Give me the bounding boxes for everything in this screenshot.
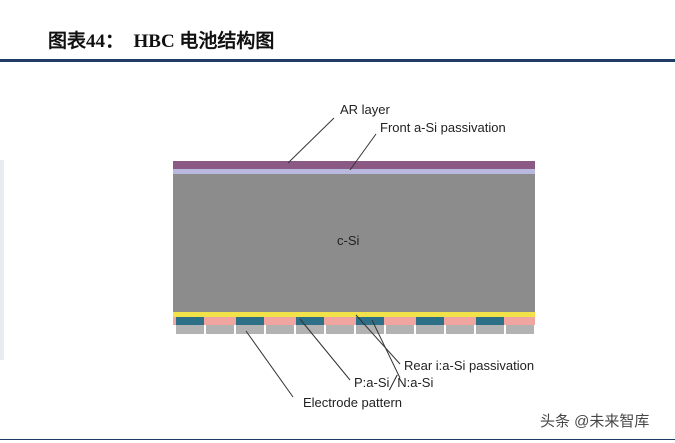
electrode — [476, 325, 504, 334]
label-rear-passivation: Rear i:a-Si passivation — [404, 358, 535, 373]
leader-doped-layers-2 — [371, 319, 401, 379]
leader-lines — [245, 117, 401, 398]
rear-passivation-layer — [173, 312, 535, 317]
watermark: 头条 @未来智库 — [540, 413, 650, 430]
p-doped-layer — [173, 317, 535, 325]
electrode — [326, 325, 354, 334]
bottom-divider — [0, 439, 675, 440]
n-doped-pad — [476, 317, 504, 325]
leader-doped-layers — [299, 318, 351, 381]
n-doped-pad — [176, 317, 204, 325]
electrode — [266, 325, 294, 334]
front-passivation-layer — [173, 169, 535, 174]
electrode — [236, 325, 264, 334]
n-doped-pad — [236, 317, 264, 325]
hbc-cell-diagram — [173, 117, 535, 398]
header: 图表44： HBC 电池结构图 — [0, 0, 675, 62]
label-doped-layers: P:a-Si╱N:a-Si — [354, 375, 434, 390]
left-edge-mark — [0, 160, 4, 360]
electrode — [296, 325, 324, 334]
bulk-c-si — [173, 174, 535, 312]
label-ar-layer: AR layer — [340, 102, 390, 117]
n-doped-pad — [356, 317, 384, 325]
title-divider — [0, 59, 675, 62]
electrode — [446, 325, 474, 334]
leader-ar-layer — [287, 117, 335, 164]
label-electrode-pattern: Electrode pattern — [303, 395, 403, 410]
electrode-pattern — [176, 325, 534, 334]
leader-electrode — [245, 330, 294, 398]
electrode — [206, 325, 234, 334]
leader-front-passivation — [349, 133, 377, 171]
electrode — [386, 325, 414, 334]
n-doped-pad — [296, 317, 324, 325]
electrode — [506, 325, 534, 334]
n-doped-pad — [416, 317, 444, 325]
leader-rear-passivation — [355, 314, 401, 365]
label-front-passivation: Front a-Si passivation — [380, 120, 506, 135]
n-doped-regions — [176, 317, 504, 325]
page-title: 图表44： HBC 电池结构图 — [48, 31, 275, 52]
electrode — [356, 325, 384, 334]
electrode — [416, 325, 444, 334]
label-bulk-c-si: c-Si — [337, 233, 360, 248]
electrode — [176, 325, 204, 334]
